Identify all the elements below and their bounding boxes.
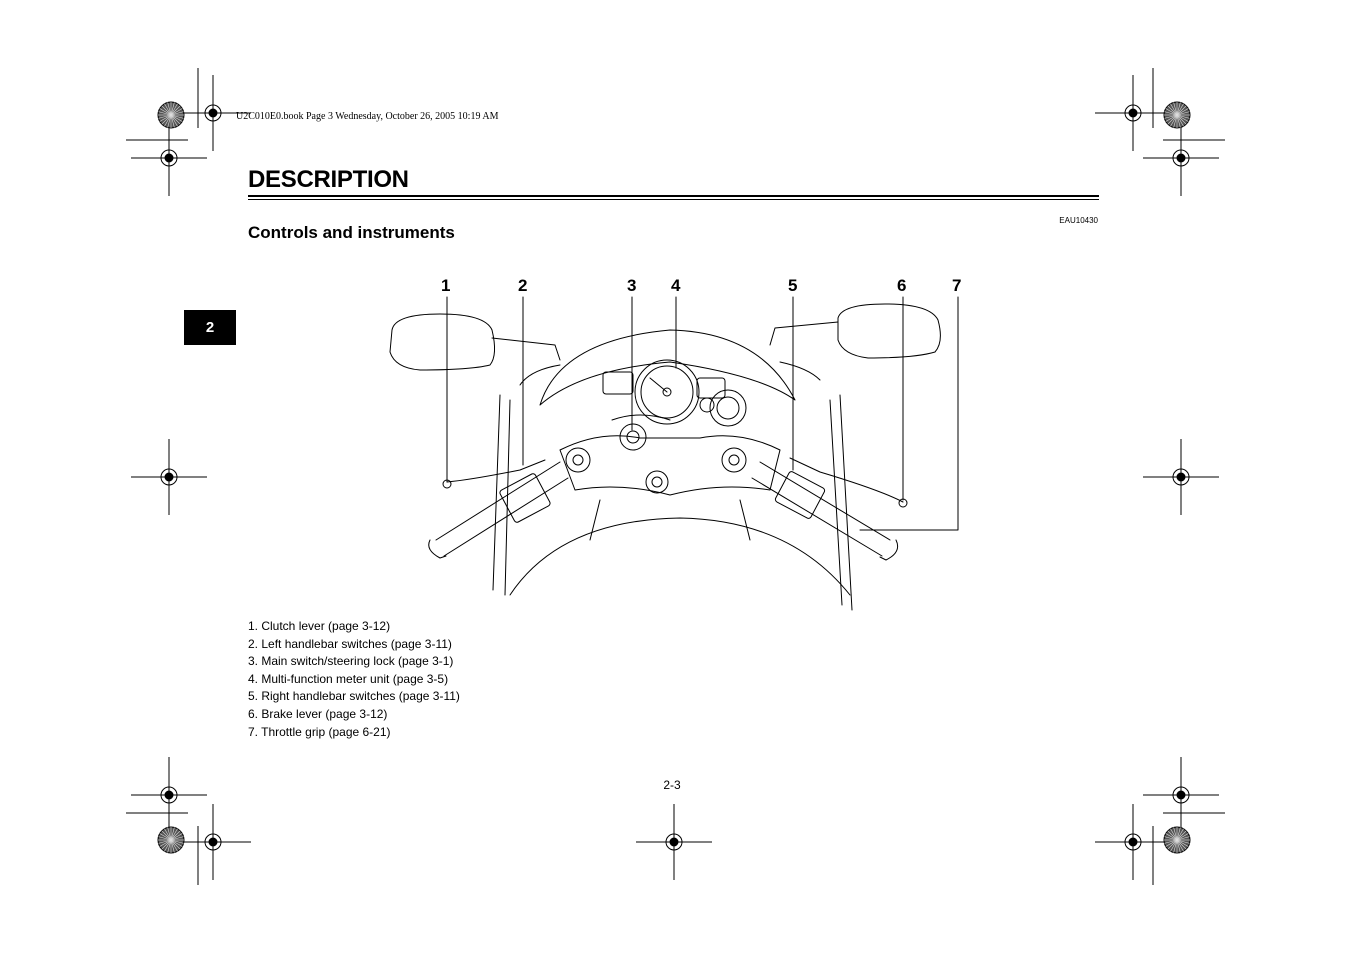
print-header: U2C010E0.book Page 3 Wednesday, October … <box>236 111 499 122</box>
color-target-mark <box>1163 826 1191 854</box>
callout-3: 3 <box>627 276 637 295</box>
callout-2: 2 <box>518 276 528 295</box>
chapter-tab: 2 <box>184 310 236 345</box>
legend-item-left-handlebar-switches: 2. Left handlebar switches (page 3-11) <box>248 636 452 651</box>
section-title: Controls and instruments <box>248 223 455 242</box>
legend-item-brake-lever: 6. Brake lever (page 3-12) <box>248 706 388 721</box>
page-title: DESCRIPTION <box>248 166 409 193</box>
title-rule <box>248 195 1099 197</box>
callout-1: 1 <box>441 276 451 295</box>
page-number: 2-3 <box>663 778 681 792</box>
legend-item-throttle-grip: 7. Throttle grip (page 6-21) <box>248 724 391 739</box>
legend-item-meter-unit: 4. Multi-function meter unit (page 3-5) <box>248 671 449 686</box>
handlebar-illustration <box>389 296 959 611</box>
color-target-mark <box>157 101 185 129</box>
callout-7: 7 <box>952 276 962 295</box>
legend-item-clutch-lever: 1. Clutch lever (page 3-12) <box>248 619 391 633</box>
color-target-mark <box>157 826 185 854</box>
color-target-mark <box>1163 101 1191 129</box>
callout-6: 6 <box>897 276 907 295</box>
reference-code: EAU10430 <box>1059 216 1098 225</box>
legend-item-right-handlebar-switches: 5. Right handlebar switches (page 3-11) <box>248 689 460 704</box>
legend-list: 1. Clutch lever (page 3-12) 2. Left hand… <box>248 618 460 741</box>
legend-item-main-switch: 3. Main switch/steering lock (page 3-1) <box>248 654 454 669</box>
callout-4: 4 <box>671 276 681 295</box>
callout-5: 5 <box>788 276 798 295</box>
title-rule-thin <box>248 199 1099 200</box>
